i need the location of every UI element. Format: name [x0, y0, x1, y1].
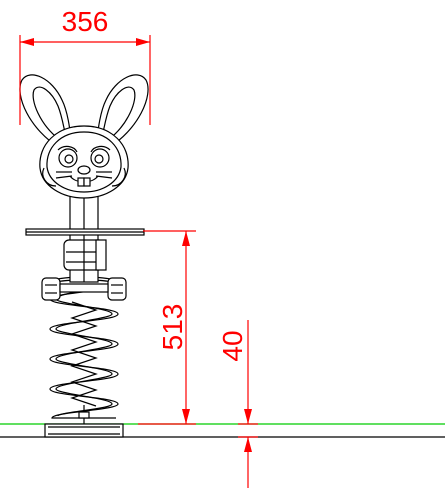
height-dimension-label: 513: [157, 304, 188, 351]
spring-coil: [49, 276, 119, 424]
height-dimension: [138, 230, 196, 425]
width-dimension: [19, 35, 151, 125]
base-plate: [44, 423, 124, 438]
depth-dimension-label: 40: [217, 330, 248, 361]
handle-bar: [25, 228, 145, 236]
rabbit-head: [19, 74, 149, 199]
depth-dimension: [238, 320, 258, 488]
footrests: [41, 277, 127, 301]
width-dimension-label: 356: [62, 6, 109, 37]
